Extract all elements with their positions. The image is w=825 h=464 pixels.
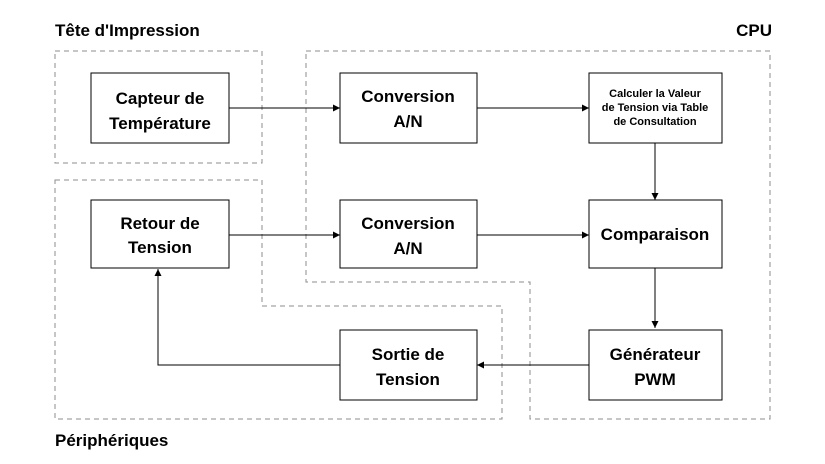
node-adc-top: Conversion A/N <box>339 72 478 144</box>
node-adc-mid-line-2: A/N <box>393 239 422 258</box>
group-label-peripherals: Périphériques <box>55 431 168 450</box>
node-pwm-generator: Générateur PWM <box>588 329 723 401</box>
region-cpu <box>305 50 771 420</box>
node-voltage-output-line-2: Tension <box>376 370 440 389</box>
node-lookup-line-1: Calculer la Valeur <box>609 88 701 100</box>
group-label-cpu: CPU <box>736 21 772 40</box>
node-adc-mid-line-1: Conversion <box>361 214 455 233</box>
group-label-print-head: Tête d'Impression <box>55 21 200 40</box>
node-lookup-line-2: de Tension via Table <box>602 102 709 114</box>
node-voltage-output-line-1: Sortie de <box>372 345 445 364</box>
region-peripherals <box>54 179 503 420</box>
node-pwm-generator-line-2: PWM <box>634 370 676 389</box>
node-temp-sensor-line-2: Température <box>109 114 211 133</box>
node-voltage-output: Sortie de Tension <box>339 329 478 401</box>
node-adc-mid: Conversion A/N <box>339 199 478 269</box>
node-voltage-feedback-line-1: Retour de <box>120 214 199 233</box>
node-temp-sensor: Capteur de Température <box>90 72 230 144</box>
node-adc-top-line-1: Conversion <box>361 87 455 106</box>
node-adc-top-line-2: A/N <box>393 112 422 131</box>
node-comparison-line-1: Comparaison <box>601 225 710 244</box>
node-comparison: Comparaison <box>588 199 723 269</box>
node-voltage-feedback: Retour de Tension <box>90 199 230 269</box>
edge-voltage-output-to-feedback <box>154 269 340 366</box>
node-pwm-generator-line-1: Générateur <box>610 345 701 364</box>
node-temp-sensor-line-1: Capteur de <box>116 89 205 108</box>
region-print-head <box>54 50 263 164</box>
node-lookup-line-3: de Consultation <box>613 116 696 128</box>
node-voltage-feedback-line-2: Tension <box>128 238 192 257</box>
node-lookup: Calculer la Valeur de Tension via Table … <box>588 72 723 144</box>
edges <box>154 104 659 369</box>
